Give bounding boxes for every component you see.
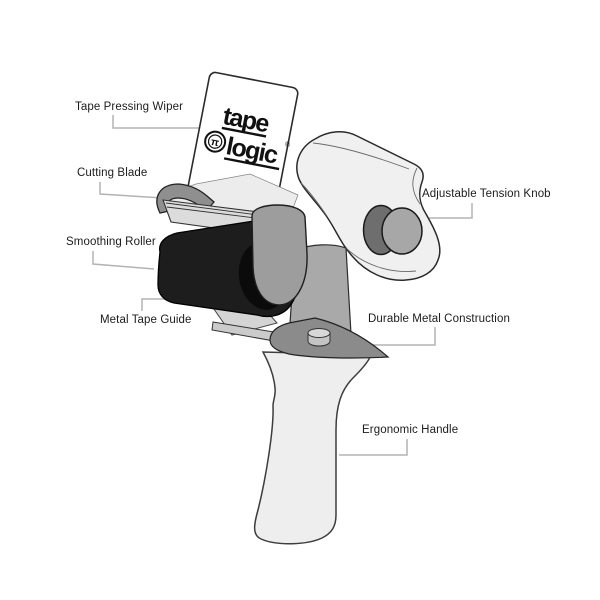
callout-adjustable-tension-knob: Adjustable Tension Knob <box>422 188 551 200</box>
main-body-contour-lines <box>300 142 421 272</box>
callout-cutting-blade: Cutting Blade <box>77 167 148 179</box>
callout-smoothing-roller: Smoothing Roller <box>66 236 156 248</box>
leader-cutting-blade <box>99 182 164 199</box>
callout-durable-metal-construction: Durable Metal Construction <box>368 313 510 325</box>
leader-durable-metal-construction <box>369 327 436 346</box>
leader-tape-pressing-wiper <box>112 115 200 129</box>
callout-metal-tape-guide: Metal Tape Guide <box>100 314 192 326</box>
leader-lines <box>92 115 473 456</box>
leader-adjustable-tension-knob <box>424 203 473 219</box>
logo-underline-bottom <box>223 157 280 171</box>
leader-smoothing-roller <box>92 251 155 270</box>
plate-screw-top <box>307 328 331 338</box>
tape-logic-logo: tape logic π ® <box>204 102 292 171</box>
adjustable-tension-knob-part <box>381 207 423 255</box>
callout-tape-pressing-wiper: Tape Pressing Wiper <box>75 101 183 113</box>
logo-registered-mark: ® <box>284 140 291 149</box>
tape-card-group: tape logic π ® <box>186 71 299 213</box>
callout-ergonomic-handle: Ergonomic Handle <box>362 424 459 436</box>
logo-underline-top <box>221 126 267 138</box>
ergonomic-handle-part <box>253 351 372 545</box>
logo-pi-symbol: π <box>210 136 220 149</box>
leader-ergonomic-handle <box>339 439 408 456</box>
roller-clamp-tab-part <box>251 204 308 306</box>
logo-pi-circle-inner <box>207 134 223 149</box>
